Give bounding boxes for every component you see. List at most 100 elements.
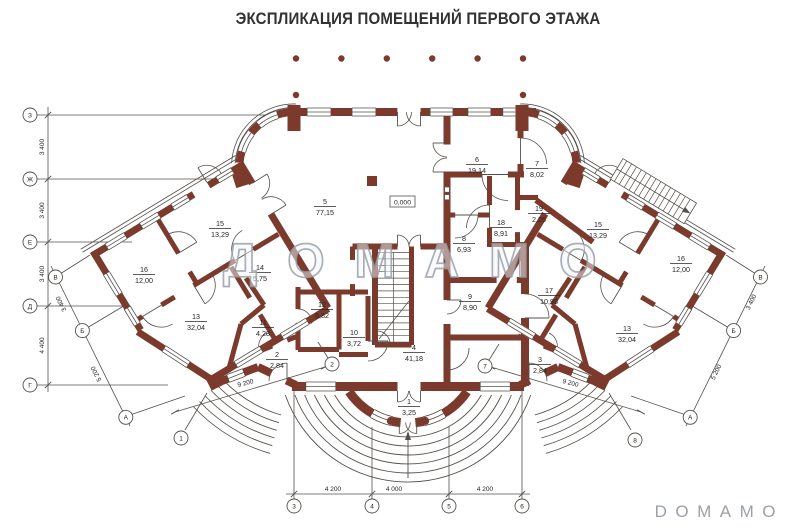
room-number: 15 (216, 219, 224, 228)
axis-circle (74, 323, 90, 339)
page-title: ЭКСПЛИКАЦИЯ ПОМЕЩЕНИЙ ПЕРВОГО ЭТАЖА (235, 10, 601, 29)
room-number: 13 (623, 324, 631, 333)
column (367, 176, 377, 186)
extension-line (688, 303, 730, 329)
extension-line (86, 303, 128, 329)
room-number: 9 (468, 292, 472, 301)
room-area: 32,04 (618, 335, 636, 344)
extension-line (59, 254, 91, 275)
room-area: 12,00 (672, 265, 690, 274)
room-area: 12,00 (135, 276, 153, 285)
room-area: 5,75 (253, 274, 267, 283)
wall (267, 211, 331, 310)
axis-label: В (53, 274, 57, 281)
door-swing (520, 137, 547, 165)
axis-label: Б (80, 328, 84, 335)
axis-leader (184, 392, 208, 431)
room-area: 6,93 (457, 245, 471, 254)
axis-circle (22, 107, 38, 123)
room-number: 7 (535, 159, 539, 168)
room-area: 77,15 (316, 208, 334, 217)
watermark-corner: DOMAMO (654, 502, 784, 521)
door-leaf (252, 173, 268, 184)
room-area: 6,82 (315, 311, 329, 320)
room-area: 19,14 (468, 166, 486, 175)
dimension-text: 4 200 (477, 486, 494, 493)
window-frame-arc (374, 409, 394, 418)
axis-label: 3 (292, 503, 296, 510)
stair-direction-arrow (405, 431, 411, 440)
dimension-text: 9 200 (237, 378, 255, 389)
dimension-text: 3 400 (39, 138, 46, 155)
room-area: 8,91 (494, 229, 508, 238)
door-swing (261, 196, 287, 206)
axis-label: 5 (447, 503, 451, 510)
wall (534, 197, 595, 245)
axis-circle (22, 298, 38, 314)
door-swing (432, 142, 448, 158)
door-swing (409, 390, 421, 403)
door-swing (446, 347, 470, 371)
axis-circle (286, 498, 302, 514)
room-area: 2,84 (270, 361, 284, 370)
axis-circle (22, 234, 38, 250)
axis-circle (118, 409, 134, 425)
axis-markers: З Ж Е Д Г В Б А В Б А 3 4 5 6 1 8 2 7 (22, 107, 768, 514)
colonnade-dots (292, 55, 527, 99)
dim-tick (445, 490, 453, 498)
room-number: 16 (140, 265, 148, 274)
room-number: 8 (462, 234, 466, 243)
curved-wall (441, 389, 471, 418)
dimension-text: 3 400 (745, 293, 759, 311)
room-number: 4 (412, 343, 416, 352)
corner-curve-left (232, 104, 301, 186)
door-swing (367, 340, 389, 362)
room-number: 6 (475, 155, 479, 164)
dim-tick (290, 490, 298, 498)
dimension-line (685, 265, 766, 427)
axis-leader (488, 343, 500, 361)
dimension-text: 4 200 (325, 486, 342, 493)
column-dot (292, 55, 300, 62)
door-swing (397, 390, 409, 403)
dim-tick (44, 381, 52, 389)
column-dot (383, 55, 390, 62)
dim-tick (44, 238, 52, 246)
extension-line (630, 395, 687, 416)
room-area: 10,98 (540, 297, 558, 306)
room-number: 12 (318, 300, 326, 309)
extension-line (129, 395, 186, 416)
room-labels: 5 77,15 6 19,14 7 8,02 19 2,25 18 8,91 8… (133, 155, 692, 417)
bay-column (360, 403, 369, 412)
axis-label: Ж (27, 176, 33, 183)
axis-label: А (124, 415, 129, 422)
dimension-text: 5 200 (710, 363, 724, 381)
room-number: 17 (545, 286, 553, 295)
step-arc (284, 394, 532, 483)
door-swing (481, 174, 509, 201)
room-number: 3 (538, 355, 542, 364)
room-area: 3,25 (402, 408, 416, 417)
room-number: 14 (256, 263, 264, 272)
bay-column (386, 416, 395, 425)
external-stair-centerline (616, 168, 688, 212)
dimension-text: 3 400 (39, 265, 46, 282)
column-dot (474, 55, 481, 62)
door-swing (261, 173, 271, 199)
dimension-text: 3 400 (39, 202, 46, 219)
room-area: 13,29 (589, 231, 607, 240)
corner-curve-right (516, 104, 585, 186)
dim-tick (636, 409, 646, 415)
axis-label: 6 (520, 503, 524, 510)
axis-label: 1 (179, 435, 183, 442)
room-number: 18 (497, 218, 505, 227)
steps-left (193, 379, 282, 454)
dim-tick (170, 409, 180, 415)
axis-circle (22, 377, 38, 393)
door-leaf (270, 204, 287, 215)
axis-leader (608, 392, 632, 431)
column-dot (292, 91, 300, 99)
door-swing (446, 299, 462, 315)
room-number: 10 (350, 328, 358, 337)
